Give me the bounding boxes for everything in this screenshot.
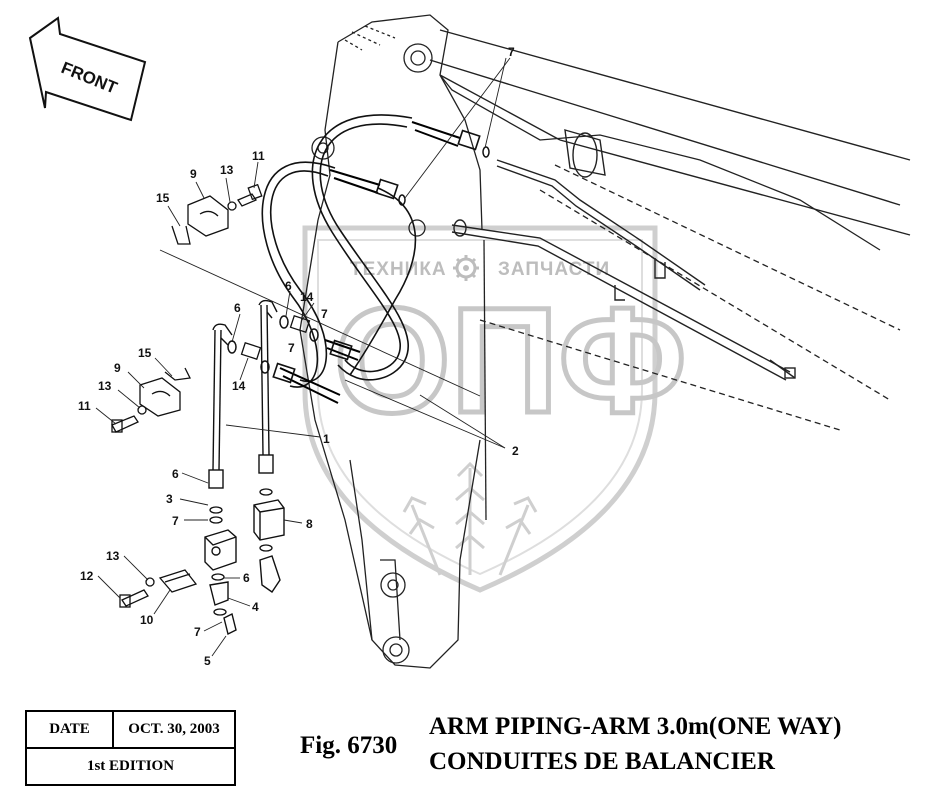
callout-label: 6 bbox=[243, 571, 250, 585]
gear-icon bbox=[453, 255, 479, 281]
callout-label: 7 bbox=[172, 514, 179, 528]
callout-label: 2 bbox=[512, 444, 519, 458]
figure-title-english: ARM PIPING-ARM 3.0m(ONE WAY) bbox=[429, 713, 842, 740]
clamp-set-top bbox=[171, 183, 263, 245]
watermark-shield bbox=[302, 225, 658, 593]
callout-label: 5 bbox=[204, 654, 211, 668]
arrow-left-icon bbox=[28, 16, 147, 122]
callout-label: 15 bbox=[156, 191, 170, 205]
watermark-right-text: ЗАПЧАСТИ bbox=[498, 259, 610, 280]
callout-label: 9 bbox=[190, 167, 197, 181]
adapters-part-14 bbox=[240, 315, 311, 360]
callout-label: 7 bbox=[288, 341, 295, 355]
callout-label: 8 bbox=[306, 517, 313, 531]
watermark: ТЕХНИКА ЗАПЧАСТИ ОПФ bbox=[302, 225, 689, 593]
watermark-logo-letters: ОПФ bbox=[334, 276, 687, 444]
watermark-left-text: ТЕХНИКА bbox=[350, 259, 447, 280]
callout-label: 13 bbox=[98, 379, 112, 393]
callout-label: 9 bbox=[114, 361, 121, 375]
revision-info-box: DATE OCT. 30, 2003 1st EDITION bbox=[25, 710, 236, 786]
front-direction-arrow: FRONT bbox=[28, 16, 147, 122]
callout-label: 7 bbox=[508, 45, 515, 59]
leader-lines bbox=[95, 57, 511, 657]
date-value: OCT. 30, 2003 bbox=[128, 721, 220, 737]
callout-label: 15 bbox=[138, 346, 152, 360]
date-row: DATE OCT. 30, 2003 bbox=[27, 712, 234, 749]
clamp-set-middle bbox=[111, 367, 191, 433]
hose-assemblies bbox=[261, 114, 481, 404]
clamp-bar-part-10 bbox=[119, 569, 198, 608]
callout-label: 3 bbox=[166, 492, 173, 506]
callout-label: 7 bbox=[321, 307, 328, 321]
callout-label: 11 bbox=[78, 399, 91, 413]
valve-blocks bbox=[204, 499, 285, 636]
figure-title-french: CONDUITES DE BALANCIER bbox=[429, 748, 775, 775]
callout-label: 1 bbox=[323, 432, 330, 446]
pipe-line-right bbox=[451, 159, 796, 381]
watermark-shield-inner bbox=[317, 239, 643, 576]
arm-cylinder bbox=[429, 29, 911, 236]
callout-label: 11 bbox=[252, 149, 265, 163]
callout-label: 7 bbox=[194, 625, 201, 639]
steel-pipes-part-1 bbox=[208, 299, 278, 489]
date-label: DATE bbox=[27, 712, 114, 747]
callout-label: 13 bbox=[220, 163, 234, 177]
edition-label: 1st EDITION bbox=[86, 758, 175, 774]
callout-label: 13 bbox=[106, 549, 120, 563]
callout-label: 6 bbox=[172, 467, 179, 481]
watermark-wheat-emblem bbox=[402, 461, 538, 576]
callout-label: 6 bbox=[285, 279, 292, 293]
callout-label: 6 bbox=[234, 301, 241, 315]
callout-label: 14 bbox=[300, 290, 314, 304]
lower-seals bbox=[209, 488, 273, 616]
callout-label: 12 bbox=[80, 569, 94, 583]
callout-label: 10 bbox=[140, 613, 154, 627]
callout-label: 4 bbox=[252, 600, 259, 614]
callout-numbers: 11 13 9 15 6 6 14 7 7 15 9 13 11 14 1 2 … bbox=[78, 45, 519, 668]
figure-number: Fig. 6730 bbox=[300, 732, 398, 759]
callout-label: 14 bbox=[232, 379, 246, 393]
